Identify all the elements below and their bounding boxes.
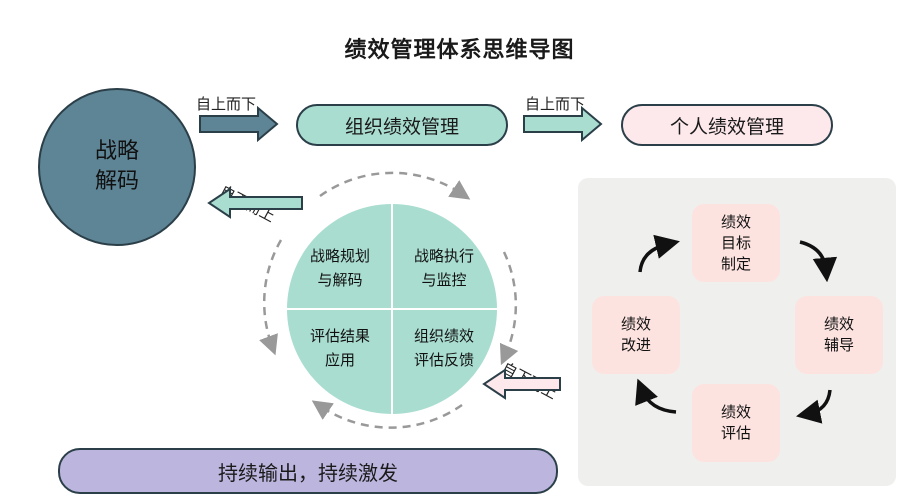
cycle-left-line2: 改进	[620, 336, 651, 354]
cycle-top-line2: 目标	[720, 233, 751, 252]
continuous-output-bar: 持续输出，持续激发	[58, 448, 558, 494]
q3-line2: 应用	[324, 351, 355, 369]
dashed-cycle-top	[319, 171, 471, 200]
arrow-feedback-to-strategy	[207, 187, 303, 219]
arrow-individual-to-org	[482, 368, 561, 400]
cycle-right-line1: 绩效	[823, 315, 854, 333]
q2-line2: 与监控	[421, 271, 467, 289]
dashed-cycle-left	[259, 239, 283, 356]
q4-line2: 评估反馈	[413, 351, 474, 369]
cycle-top-line1: 绩效	[720, 212, 751, 231]
strategy-line2: 解码	[94, 169, 139, 194]
cycle-coaching: 绩效 辅导	[795, 296, 883, 374]
individual-performance-pill: 个人绩效管理	[621, 104, 833, 146]
curved-arrow-bottom-right	[795, 389, 832, 424]
quad-divider-horizontal	[287, 308, 497, 310]
cycle-improvement: 绩效 改进	[592, 296, 680, 374]
q1-line2: 与解码	[317, 271, 363, 289]
dashed-cycle-right	[499, 251, 519, 366]
q2-line1: 战略执行	[413, 247, 474, 265]
q4-line1: 组织绩效	[413, 327, 474, 345]
cycle-bottom-line1: 绩效	[720, 403, 751, 421]
org-performance-pill: 组织绩效管理	[296, 104, 508, 146]
cycle-left-line1: 绩效	[620, 315, 651, 333]
arrow-org-to-individual	[523, 105, 603, 143]
quadrant-org-evaluation: 组织绩效 评估反馈	[394, 324, 494, 372]
curved-arrow-top-right	[799, 240, 838, 283]
q1-line1: 战略规划	[309, 247, 370, 265]
strategy-line1: 战略	[94, 139, 139, 164]
label-top-down-1: 自上而下	[196, 95, 257, 113]
strategy-decoding-circle: 战略 解码	[38, 88, 196, 246]
cycle-right-line2: 辅导	[823, 336, 854, 354]
cycle-top-line3: 制定	[720, 254, 751, 273]
label-top-down-2: 自上而下	[525, 95, 586, 113]
quadrant-result-application: 评估结果 应用	[290, 324, 390, 372]
cycle-goal-setting: 绩效 目标 制定	[692, 204, 780, 282]
quadrant-strategy-planning: 战略规划 与解码	[290, 244, 390, 292]
curved-arrow-bottom-left	[635, 378, 677, 414]
dashed-cycle-bottom	[311, 400, 463, 429]
quadrant-strategy-execution: 战略执行 与监控	[394, 244, 494, 292]
arrow-strategy-to-org	[199, 105, 279, 143]
diagram-title: 绩效管理体系思维导图	[344, 38, 575, 63]
org-performance-quad-circle: 战略规划 与解码 战略执行 与监控 评估结果 应用 组织绩效 评估反馈	[287, 204, 497, 414]
cycle-evaluation: 绩效 评估	[692, 384, 780, 462]
cycle-bottom-line2: 评估	[720, 424, 751, 442]
curved-arrow-top-left	[638, 234, 680, 273]
q3-line1: 评估结果	[309, 327, 370, 345]
